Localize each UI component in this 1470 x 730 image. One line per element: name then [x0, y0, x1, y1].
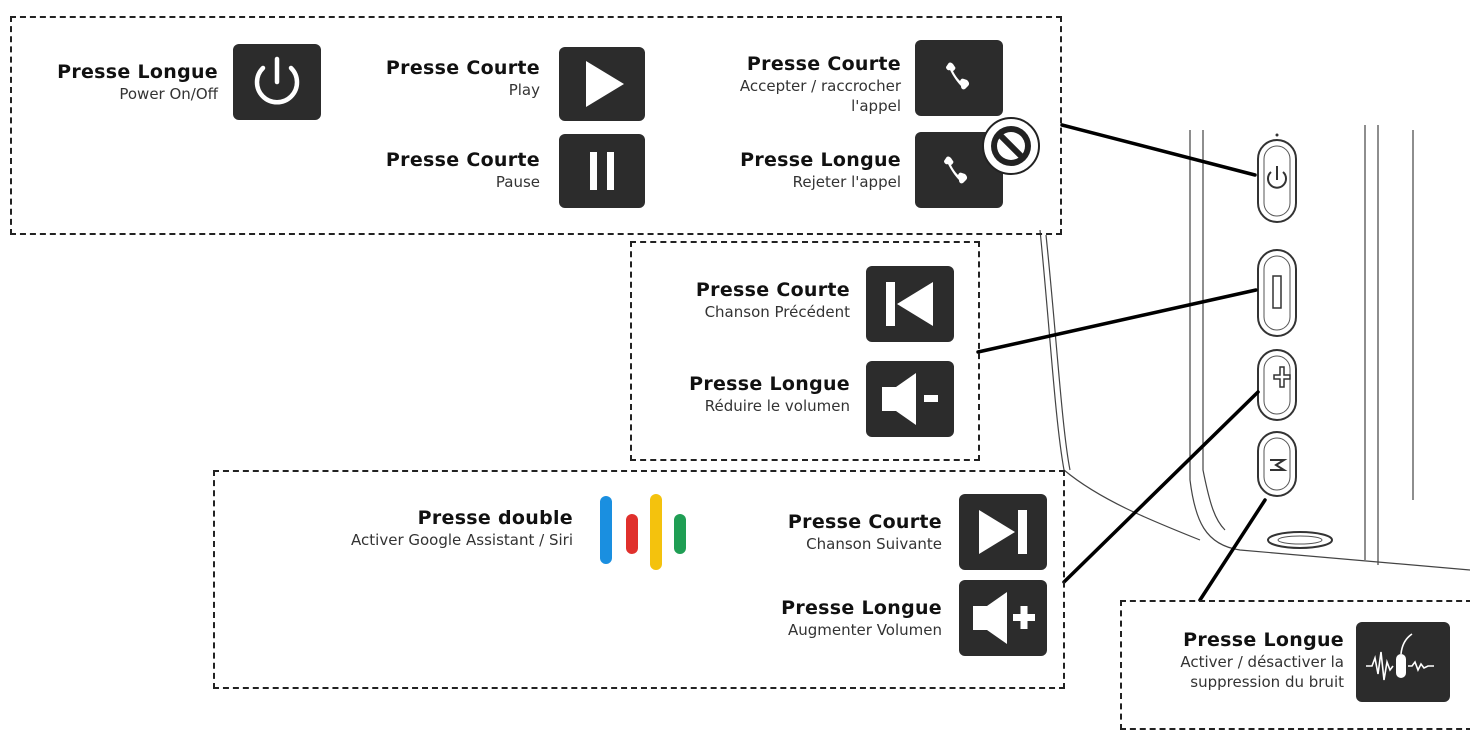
assistant-desc: Activer Google Assistant / Siri [351, 531, 573, 549]
pause-short-press-entry: Presse Courte Pause [386, 148, 540, 192]
leader-line-plus [1062, 390, 1260, 584]
volume-up-title: Presse Longue [781, 597, 942, 619]
volume-down-title: Presse Longue [689, 373, 850, 395]
pause-short-press-title: Presse Courte [385, 149, 540, 171]
power-long-press-desc: Power On/Off [119, 85, 218, 103]
accept-call-short-press-entry: Presse Courte Accepter / raccrocher l'ap… [740, 52, 901, 116]
minus-button-functions-box [630, 241, 980, 461]
leader-line-minus [976, 288, 1258, 354]
power-button-functions-box [10, 16, 1062, 235]
prev-track-desc: Chanson Précédent [704, 303, 850, 321]
accept-call-title: Presse Courte [746, 53, 901, 75]
voice-assistant-icon [592, 492, 692, 572]
device-power-button [1257, 133, 1297, 223]
reject-call-desc: Rejeter l'appel [792, 173, 901, 191]
noise-cancel-title: Presse Longue [1183, 629, 1344, 651]
accept-call-desc-line1: Accepter / raccrocher [739, 77, 901, 95]
power-icon [233, 44, 321, 120]
prev-track-short-press-entry: Presse Courte Chanson Précédent [696, 278, 850, 322]
noise-cancel-icon [1356, 622, 1450, 702]
reject-call-long-press-entry: Presse Longue Rejeter l'appel [740, 148, 901, 192]
leader-line-power [1060, 123, 1257, 177]
play-icon [559, 47, 645, 121]
assistant-double-press-entry: Presse double Activer Google Assistant /… [351, 506, 573, 550]
leader-line-mode [1198, 498, 1267, 602]
device-microphone-port [1267, 531, 1333, 549]
volume-down-long-press-entry: Presse Longue Réduire le volumen [689, 372, 850, 416]
device-minus-button [1257, 249, 1297, 337]
noise-cancel-desc-line1: Activer / désactiver la [1180, 653, 1344, 671]
next-track-short-press-entry: Presse Courte Chanson Suivante [788, 510, 942, 554]
reject-call-title: Presse Longue [740, 149, 901, 171]
play-short-press-desc: Play [508, 81, 540, 99]
volume-down-icon [866, 361, 954, 437]
next-track-desc: Chanson Suivante [806, 535, 942, 553]
noise-cancel-desc-line2: suppression du bruit [1190, 673, 1344, 691]
noise-cancel-long-press-entry: Presse Longue Activer / désactiver la su… [1180, 628, 1344, 692]
power-long-press-entry: Presse Longue Power On/Off [57, 60, 218, 104]
volume-down-desc: Réduire le volumen [704, 397, 850, 415]
previous-track-icon [866, 266, 954, 342]
plus-button-functions-box [213, 470, 1065, 689]
next-track-title: Presse Courte [787, 511, 942, 533]
no-entry-icon [980, 115, 1042, 177]
next-track-icon [959, 494, 1047, 570]
phone-icon [915, 40, 1003, 116]
prev-track-title: Presse Courte [695, 279, 850, 301]
play-short-press-title: Presse Courte [385, 57, 540, 79]
pause-icon [559, 134, 645, 208]
play-short-press-entry: Presse Courte Play [386, 56, 540, 100]
power-long-press-title: Presse Longue [57, 61, 218, 83]
volume-up-desc: Augmenter Volumen [788, 621, 942, 639]
assistant-title: Presse double [417, 507, 573, 529]
device-plus-button [1257, 349, 1297, 421]
volume-up-long-press-entry: Presse Longue Augmenter Volumen [781, 596, 942, 640]
device-mode-button [1257, 431, 1297, 497]
accept-call-desc-line2: l'appel [851, 97, 901, 115]
volume-up-icon [959, 580, 1047, 656]
pause-short-press-desc: Pause [495, 173, 540, 191]
